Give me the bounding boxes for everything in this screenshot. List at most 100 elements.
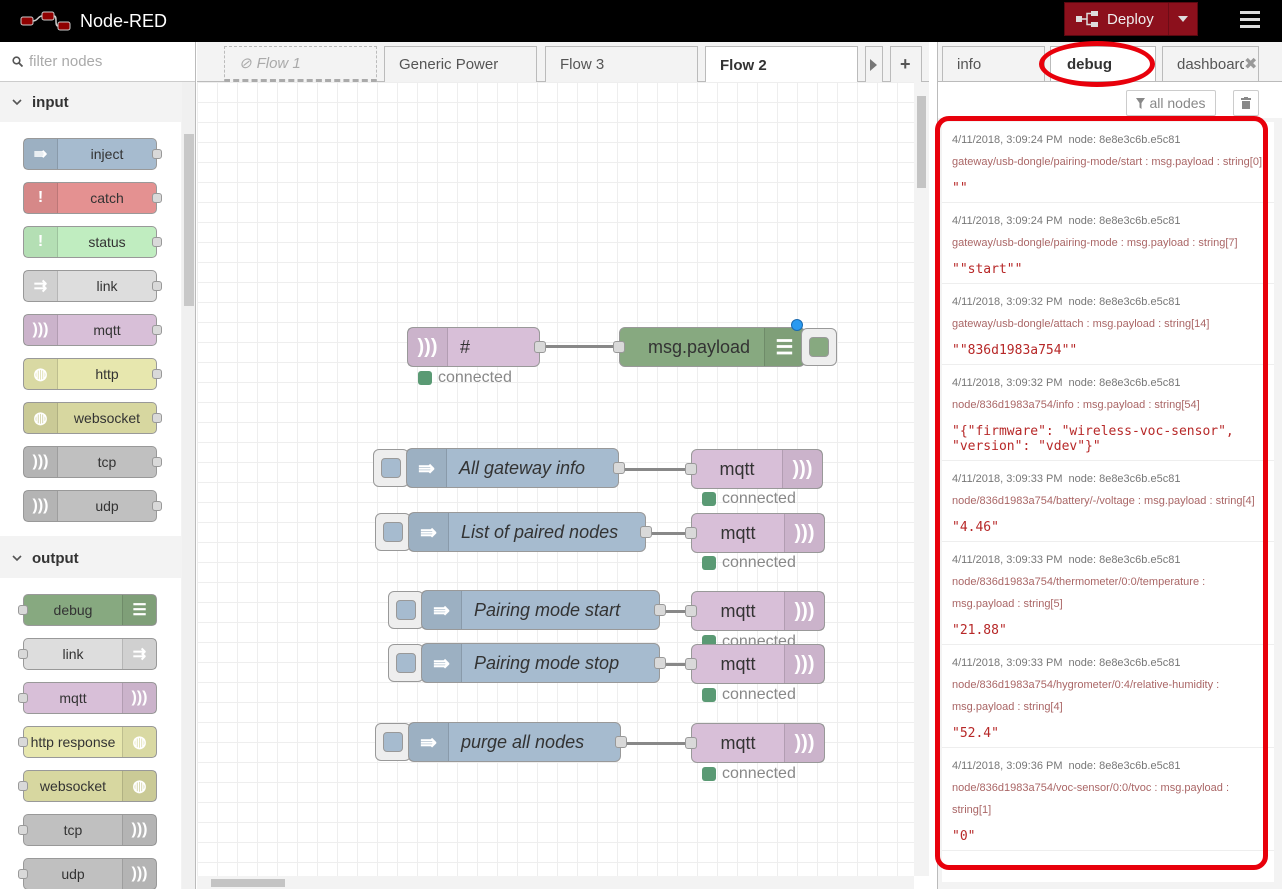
deploy-button[interactable]: Deploy <box>1064 2 1198 36</box>
wire[interactable] <box>664 663 694 666</box>
palette-node-catch[interactable]: ! catch <box>23 182 162 214</box>
input-port[interactable] <box>685 658 697 670</box>
palette-category-output[interactable]: output <box>0 538 181 578</box>
output-port[interactable] <box>615 736 627 748</box>
palette-node-status[interactable]: ! status <box>23 226 162 258</box>
debug-message-value[interactable]: "21.88" <box>952 623 1007 638</box>
palette-node-websocket-out[interactable]: websocket ◍ <box>18 770 157 802</box>
debug-message-value[interactable]: ""836d1983a754"" <box>952 343 1078 358</box>
palette-node-websocket-in[interactable]: ◍ websocket <box>23 402 162 434</box>
flow-node-inject-all-gateway-info[interactable]: ⇛ All gateway info <box>406 448 625 488</box>
output-port[interactable] <box>654 604 666 616</box>
tab-flow-1[interactable]: ⊘ Flow 1 <box>224 46 377 82</box>
flow-node-mqtt-out[interactable]: mqtt ))) <box>685 449 823 489</box>
flow-node-mqtt-in[interactable]: ))) # <box>407 327 546 367</box>
palette-node-mqtt-out[interactable]: mqtt ))) <box>18 682 157 714</box>
wire[interactable] <box>624 468 694 471</box>
wire[interactable] <box>546 345 618 348</box>
palette-node-http-response[interactable]: http response ◍ <box>18 726 157 758</box>
palette-node-inject[interactable]: ⇛ inject <box>23 138 162 170</box>
flow-node-mqtt-out[interactable]: mqtt ))) <box>685 513 825 553</box>
deploy-menu-toggle[interactable] <box>1168 3 1197 35</box>
flow-node-mqtt-out[interactable]: mqtt ))) <box>685 591 825 631</box>
input-port[interactable] <box>613 341 625 353</box>
sidebar-tab-dashboard[interactable]: dashboard <box>1162 46 1259 82</box>
debug-message-node[interactable]: node: 8e8e3c6b.e5c81 <box>1068 134 1181 146</box>
palette-node-tcp-in[interactable]: ))) tcp <box>23 446 162 478</box>
output-port[interactable] <box>534 341 546 353</box>
flow-node-mqtt-out[interactable]: mqtt ))) <box>685 644 825 684</box>
flow-node-debug[interactable]: msg.payload ☰ <box>613 327 805 367</box>
debug-message-value[interactable]: "52.4" <box>952 726 999 741</box>
debug-message-value[interactable]: "" <box>952 181 968 196</box>
main-menu-button[interactable] <box>1240 11 1260 29</box>
palette-search-field[interactable]: filter nodes <box>0 42 195 82</box>
inject-trigger-button[interactable] <box>373 449 409 487</box>
inject-trigger-button[interactable] <box>388 591 424 629</box>
palette-node-link-out[interactable]: link ⇉ <box>18 638 157 670</box>
flow-canvas[interactable]: ))) # connected msg.payload ☰ ⇛ All gate… <box>197 82 914 876</box>
inject-trigger-button[interactable] <box>388 644 424 682</box>
add-flow-button[interactable]: + <box>890 46 922 82</box>
output-port[interactable] <box>654 657 666 669</box>
debug-message-value[interactable]: "0" <box>952 829 976 844</box>
tab-flow-2[interactable]: Flow 2 <box>705 46 858 83</box>
palette-node-debug[interactable]: debug ☰ <box>18 594 157 626</box>
output-port[interactable] <box>640 526 652 538</box>
debug-message-node[interactable]: node: 8e8e3c6b.e5c81 <box>1068 473 1181 485</box>
clear-debug-button[interactable] <box>1233 90 1259 116</box>
debug-message-value[interactable]: ""start"" <box>952 262 1023 277</box>
palette-node-udp-in[interactable]: ))) udp <box>23 490 162 522</box>
debug-message-value[interactable]: "4.46" <box>952 520 999 535</box>
debug-filter-button[interactable]: all nodes <box>1126 90 1216 116</box>
flow-node-inject-list-paired-nodes[interactable]: ⇛ List of paired nodes <box>408 512 652 552</box>
inject-trigger-button[interactable] <box>375 723 411 761</box>
debug-message-value[interactable]: "{"firmware": "wireless-voc-sensor", "ve… <box>952 424 1242 454</box>
output-port[interactable] <box>613 462 625 474</box>
input-port[interactable] <box>685 737 697 749</box>
wire[interactable] <box>624 742 694 745</box>
palette-scrollbar[interactable] <box>182 82 195 889</box>
flow-node-inject-purge-all-nodes[interactable]: ⇛ purge all nodes <box>408 722 627 762</box>
palette-category-input[interactable]: input <box>0 82 181 122</box>
debug-message-node[interactable]: node: 8e8e3c6b.e5c81 <box>1068 760 1181 772</box>
debug-message-node[interactable]: node: 8e8e3c6b.e5c81 <box>1068 296 1181 308</box>
debug-message-node[interactable]: node: 8e8e3c6b.e5c81 <box>1068 554 1181 566</box>
debug-toggle-button[interactable] <box>801 328 837 366</box>
flow-node-mqtt-out[interactable]: mqtt ))) <box>685 723 825 763</box>
input-port[interactable] <box>685 527 697 539</box>
palette-node-mqtt-in[interactable]: ))) mqtt <box>23 314 162 346</box>
debug-message-node[interactable]: node: 8e8e3c6b.e5c81 <box>1068 657 1181 669</box>
palette-node-link-in[interactable]: ⇉ link <box>23 270 162 302</box>
close-icon[interactable]: ✖ <box>1244 54 1258 74</box>
palette-node-tcp-out[interactable]: tcp ))) <box>18 814 157 846</box>
flow-node-inject-pairing-mode-stop[interactable]: ⇛ Pairing mode stop <box>421 643 666 683</box>
flow-node-inject-pairing-mode-start[interactable]: ⇛ Pairing mode start <box>421 590 666 630</box>
palette-node-udp-out[interactable]: udp ))) <box>18 858 157 889</box>
wire[interactable] <box>650 532 695 535</box>
inject-trigger-button[interactable] <box>375 513 411 551</box>
debug-message-node[interactable]: node: 8e8e3c6b.e5c81 <box>1068 215 1181 227</box>
canvas-horizontal-scrollbar[interactable] <box>197 876 914 889</box>
canvas-vertical-scrollbar[interactable] <box>914 82 929 876</box>
canvas-scroll-thumb[interactable] <box>211 879 285 887</box>
tab-generic-power[interactable]: Generic Power <box>384 46 537 82</box>
input-port[interactable] <box>685 463 697 475</box>
wire[interactable] <box>664 610 694 613</box>
input-port[interactable] <box>685 605 697 617</box>
sidebar-tab-info[interactable]: info <box>942 46 1045 82</box>
palette-scroll-thumb[interactable] <box>184 134 194 306</box>
palette-node-http-in[interactable]: ◍ http <box>23 358 162 390</box>
tab-flow-3[interactable]: Flow 3 <box>545 46 698 82</box>
debug-message-node[interactable]: node: 8e8e3c6b.e5c81 <box>1068 377 1181 389</box>
canvas-scroll-thumb[interactable] <box>917 96 926 188</box>
